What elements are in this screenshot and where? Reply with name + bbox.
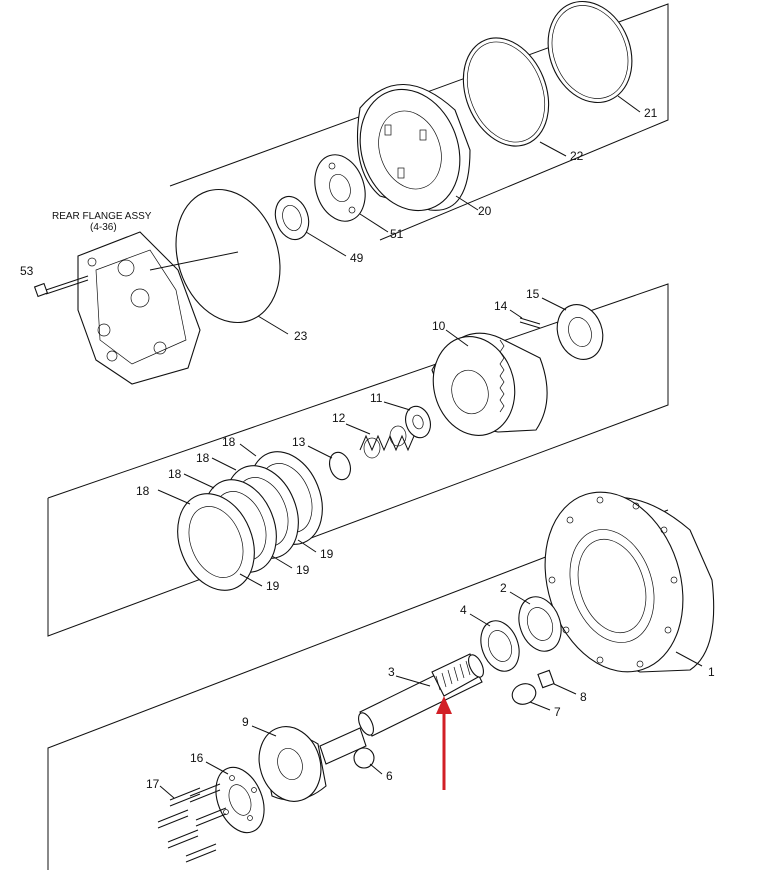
callout-9: 9	[242, 715, 249, 729]
part-10-piston[interactable]	[422, 327, 548, 444]
callout-19c: 19	[266, 579, 280, 593]
friction-plate-stack[interactable]	[157, 441, 336, 602]
callout-20: 20	[478, 204, 492, 218]
part-49-bearing[interactable]	[270, 192, 347, 257]
callout-22: 22	[570, 149, 584, 163]
part-20-drum[interactable]	[344, 75, 479, 224]
part-15-bushing[interactable]	[541, 297, 610, 366]
part-23-oring[interactable]	[159, 176, 296, 336]
callout-6: 6	[386, 769, 393, 783]
part-13-snap-ring[interactable]	[307, 445, 354, 482]
callout-19a: 19	[320, 547, 334, 561]
part-2-bearing[interactable]	[509, 591, 568, 657]
callout-10: 10	[432, 319, 446, 333]
part-4-bearing[interactable]	[469, 613, 526, 677]
part-6-ball[interactable]	[353, 747, 383, 775]
callout-15: 15	[526, 287, 540, 301]
callout-18c: 18	[168, 467, 182, 481]
callout-17: 17	[146, 777, 160, 791]
part-22-oring[interactable]	[448, 25, 567, 159]
part-17-pistons[interactable]	[157, 783, 227, 863]
callout-4: 4	[460, 603, 467, 617]
callout-11: 11	[370, 391, 383, 405]
callout-51: 51	[390, 227, 404, 241]
callout-labels: 1 2 3 4 6 7 8 9 10 11 12 13 14 15 16 17 …	[20, 106, 715, 791]
callout-19b: 19	[296, 563, 310, 577]
red-up-arrow-icon	[436, 696, 452, 790]
callout-49: 49	[350, 251, 364, 265]
part-21-oring[interactable]	[533, 0, 646, 115]
part-14-pin[interactable]	[509, 309, 541, 329]
callout-8: 8	[580, 690, 587, 704]
callout-18d: 18	[136, 484, 150, 498]
rear-flange-ref: (4-36)	[90, 222, 117, 233]
part-12-spring[interactable]	[345, 423, 415, 459]
callout-18b: 18	[196, 451, 210, 465]
part-16-retainer-plate[interactable]	[205, 760, 273, 840]
part-3-shaft[interactable]	[319, 653, 487, 765]
callout-2: 2	[500, 581, 507, 595]
callout-18a: 18	[222, 435, 236, 449]
part-53-bolt[interactable]	[33, 275, 89, 298]
rear-flange-title: REAR FLANGE ASSY	[52, 211, 152, 222]
callout-13: 13	[292, 435, 306, 449]
callout-7: 7	[554, 705, 561, 719]
callout-1: 1	[708, 665, 715, 679]
callout-23: 23	[294, 329, 308, 343]
callout-3: 3	[388, 665, 395, 679]
rear-flange-assembly[interactable]	[77, 231, 239, 385]
callout-12: 12	[332, 411, 346, 425]
part-51-port-plate[interactable]	[307, 148, 389, 233]
part-8-plug[interactable]	[537, 669, 577, 695]
callout-21: 21	[644, 106, 658, 120]
callout-53: 53	[20, 264, 34, 278]
part-1-housing[interactable]	[523, 474, 715, 690]
callout-16: 16	[190, 751, 204, 765]
part-11-washer[interactable]	[383, 401, 434, 441]
part-9-cylinder-block[interactable]	[250, 719, 331, 810]
part-7-collar[interactable]	[509, 680, 551, 711]
callout-14: 14	[494, 299, 508, 313]
